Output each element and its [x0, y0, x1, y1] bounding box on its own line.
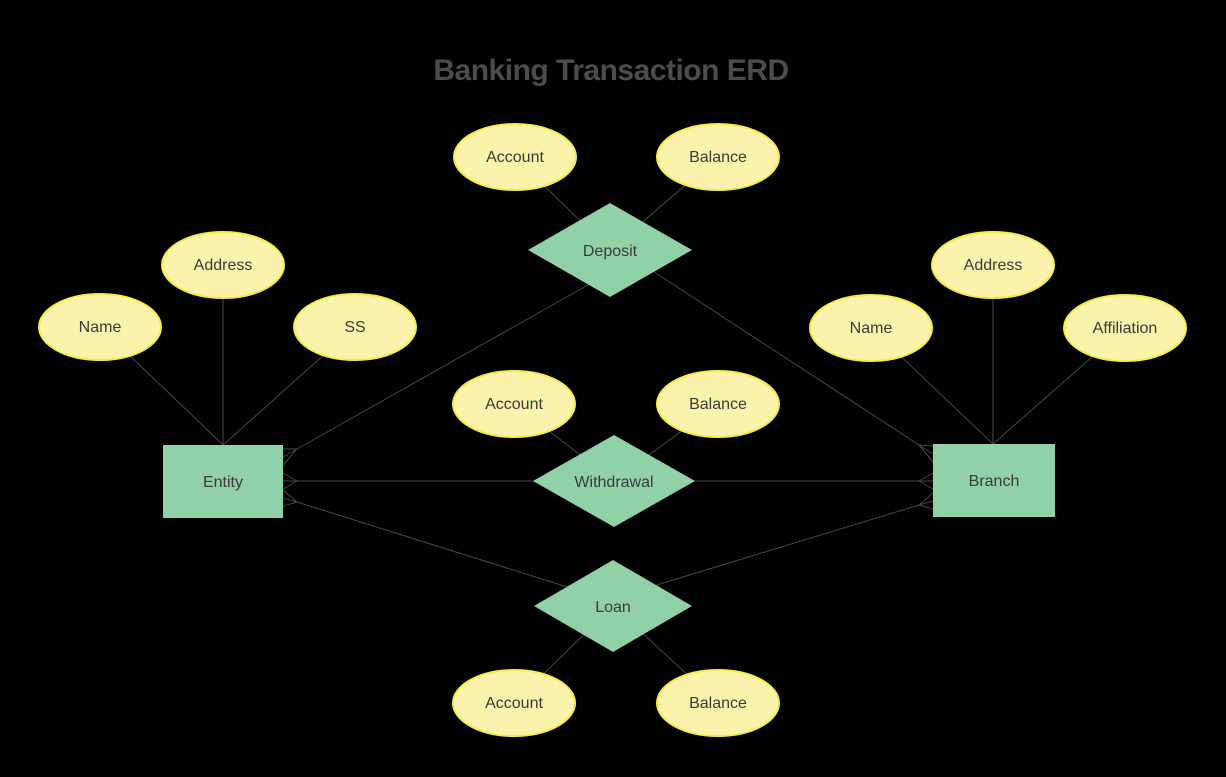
crowfoot-branch-deposit	[918, 444, 934, 463]
attribute-node-withdrawal-account: Account	[452, 370, 576, 438]
attribute-ellipse	[452, 370, 576, 438]
connector-deposit-entity	[296, 280, 596, 450]
attribute-node-deposit-balance: Balance	[656, 123, 780, 191]
attribute-ellipse	[452, 669, 576, 737]
attribute-node-loan-account: Account	[452, 669, 576, 737]
relationship-node-deposit: Deposit	[528, 203, 692, 297]
attribute-label: Affiliation	[1093, 320, 1158, 337]
connector-loan-entity	[296, 501, 581, 592]
crowfoot-entity-deposit	[282, 448, 298, 466]
relationship-label: Withdrawal	[574, 474, 653, 491]
attribute-ellipse	[293, 293, 417, 361]
attribute-node-entity-name: Name	[38, 293, 162, 361]
entity-rectangle	[933, 444, 1055, 517]
attribute-label: Address	[964, 257, 1023, 274]
attribute-node-entity-ss: SS	[293, 293, 417, 361]
attribute-label: Address	[194, 257, 253, 274]
crowfoot-branch-withdrawal	[918, 472, 934, 490]
page-title: Banking Transaction ERD	[433, 54, 788, 87]
attribute-label: Balance	[689, 149, 747, 166]
attribute-ellipse	[1063, 294, 1187, 362]
crowfoot-entity-withdrawal	[282, 472, 298, 490]
relationship-label: Deposit	[583, 243, 638, 260]
entity-node-branch: Branch	[933, 444, 1055, 517]
attribute-node-branch-affiliation: Affiliation	[1063, 294, 1187, 362]
attribute-label: Name	[850, 320, 893, 337]
attribute-node-branch-address: Address	[931, 231, 1055, 299]
attribute-ellipse	[809, 294, 933, 362]
attribute-ellipse	[453, 123, 577, 191]
relationship-label: Loan	[595, 599, 631, 616]
relationship-diamond	[533, 435, 695, 527]
attribute-node-branch-name: Name	[809, 294, 933, 362]
attribute-label: Account	[486, 149, 544, 166]
attribute-label: Account	[485, 396, 543, 413]
entity-node-entity: Entity	[163, 445, 283, 518]
connector-loan-branch	[649, 504, 920, 588]
attribute-ellipse	[656, 370, 780, 438]
entity-label: Branch	[969, 473, 1020, 490]
attribute-ellipse	[656, 123, 780, 191]
attribute-label: Balance	[689, 695, 747, 712]
attribute-label: SS	[344, 319, 365, 336]
attribute-node-withdrawal-balance: Balance	[656, 370, 780, 438]
attribute-node-entity-address: Address	[161, 231, 285, 299]
attribute-label: Name	[79, 319, 122, 336]
attribute-label: Account	[485, 695, 543, 712]
relationship-node-withdrawal: Withdrawal	[533, 435, 695, 527]
attribute-node-loan-balance: Balance	[656, 669, 780, 737]
attribute-ellipse	[656, 669, 780, 737]
entity-rectangle	[163, 445, 283, 518]
attribute-label: Balance	[689, 396, 747, 413]
connector-deposit-branch	[647, 267, 920, 446]
relationship-node-loan: Loan	[534, 560, 692, 652]
attribute-ellipse	[931, 231, 1055, 299]
entity-label: Entity	[203, 474, 243, 491]
attribute-node-deposit-account: Account	[453, 123, 577, 191]
relationship-diamond	[534, 560, 692, 652]
crowfoot-branch-loan	[918, 492, 934, 510]
relationship-diamond	[528, 203, 692, 297]
attribute-ellipse	[38, 293, 162, 361]
crowfoot-entity-loan	[282, 489, 298, 507]
attribute-ellipse	[161, 231, 285, 299]
